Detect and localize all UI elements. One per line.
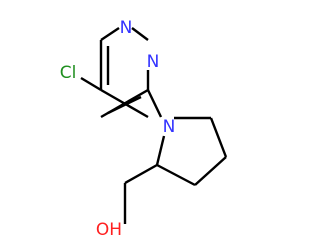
nitrogen-top-label: N	[120, 18, 133, 38]
bond-ch2b-ch2c	[194, 156, 227, 186]
bond-c4-n-pyrrolidine	[146, 89, 163, 118]
hydroxyl-label: OH	[96, 220, 122, 240]
bond-ch2a-ch2b	[209, 117, 228, 158]
bond-n1-c2	[100, 27, 120, 41]
bond-c4-c5-double	[107, 95, 142, 115]
chlorine-label: Cl	[60, 63, 77, 83]
structure-diagram: N N Cl N OH	[60, 18, 228, 240]
nitrogen-right-label: N	[147, 52, 160, 72]
bond-ch2c-ch	[156, 163, 196, 187]
molecule-canvas: N N Cl N OH	[60, 18, 228, 240]
pyrrolidine-nitrogen-label: N	[163, 117, 176, 137]
bond-ch-n	[155, 135, 166, 166]
bond-c6-cl	[80, 76, 102, 92]
bond-ch-ch2oh	[124, 163, 158, 185]
bonds	[80, 27, 228, 224]
bond-c2-n3	[131, 27, 149, 41]
